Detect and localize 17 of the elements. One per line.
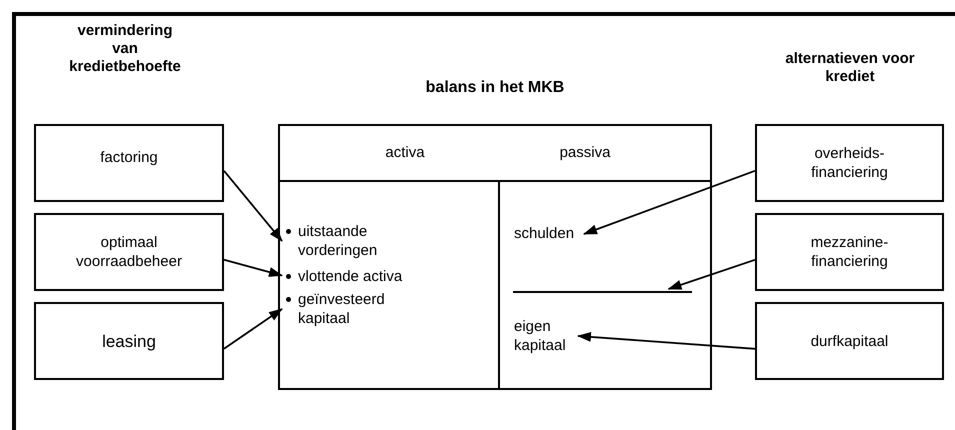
column-header: activa xyxy=(384,143,426,163)
divider-line xyxy=(513,291,692,293)
process-box: factoring xyxy=(34,124,224,202)
process-box: mezzanine-financiering xyxy=(755,213,944,291)
process-box: overheids-financiering xyxy=(755,124,944,202)
process-box: durfkapitaal xyxy=(755,302,944,380)
column-header: passiva xyxy=(558,143,612,163)
process-box: optimaal voorraadbeheer xyxy=(34,213,224,291)
table-title: balans in het MKB xyxy=(424,78,566,98)
list-item: uitstaande vorderingen xyxy=(298,223,378,259)
column-heading: vermindering van kredietbehoefte xyxy=(68,22,182,76)
column-heading: alternatieven voor krediet xyxy=(785,50,915,86)
list-item: geïnvesteerd kapitaal xyxy=(298,291,385,327)
balance-item: eigen kapitaal xyxy=(514,317,580,359)
process-box: leasing xyxy=(34,302,224,380)
balance-item: schulden xyxy=(514,224,586,248)
list-item: vlottende activa xyxy=(298,268,402,285)
